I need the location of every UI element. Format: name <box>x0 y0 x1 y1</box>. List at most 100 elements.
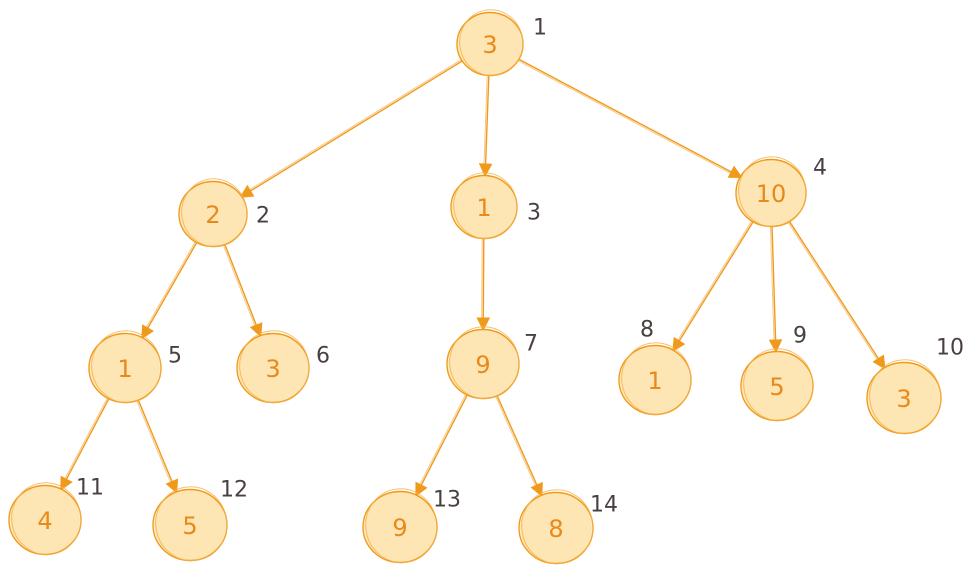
arrowhead-icon <box>478 163 493 178</box>
edge-3-7 <box>476 237 491 332</box>
node-circle <box>620 345 690 415</box>
node-value: 3 <box>265 355 280 383</box>
edge-line <box>137 399 175 488</box>
node-index-label: 3 <box>527 201 541 226</box>
arrowhead-icon <box>672 336 686 353</box>
node-index-label: 7 <box>524 332 538 357</box>
node-circle <box>452 175 516 239</box>
node-outline-sketch <box>869 359 942 435</box>
node-circle <box>868 362 940 434</box>
node-outline-sketch <box>521 489 594 565</box>
tree-node-7: 97 <box>446 326 538 400</box>
node-value: 9 <box>392 514 407 542</box>
edge-4-10 <box>787 220 886 370</box>
node-outline-sketch <box>365 488 438 564</box>
arrowhead-icon <box>476 317 491 332</box>
edge-1-3 <box>478 74 493 178</box>
node-index-label: 9 <box>793 324 807 349</box>
edge-line <box>771 225 777 347</box>
node-outline-sketch <box>738 156 807 228</box>
arrowhead-icon <box>141 324 154 340</box>
node-outline-sketch <box>11 482 82 556</box>
node-circle <box>238 333 308 403</box>
node-index-label: 14 <box>590 493 618 518</box>
arrowhead-icon <box>768 339 783 354</box>
node-value: 1 <box>647 367 662 395</box>
node-outline-sketch <box>743 348 814 422</box>
edge-line <box>517 57 737 176</box>
node-value: 3 <box>896 385 911 413</box>
node-outline-sketch <box>453 172 518 240</box>
node-value: 5 <box>182 512 197 540</box>
node-circle <box>448 329 518 399</box>
tree-node-8: 18 <box>618 318 692 416</box>
node-value: 2 <box>205 201 220 229</box>
edge-line <box>223 243 260 331</box>
node-index-label: 4 <box>813 156 827 181</box>
node-outline-sketch <box>91 330 162 404</box>
node-outline-sketch <box>239 330 310 404</box>
node-circle <box>90 333 160 403</box>
edge-line <box>63 397 110 485</box>
edge-line-sketch <box>136 399 173 487</box>
tree-node-9: 59 <box>740 324 814 422</box>
arrowhead-icon <box>249 322 263 338</box>
node-value: 5 <box>769 373 784 401</box>
edge-line-sketch <box>62 397 109 483</box>
node-circle <box>458 12 522 76</box>
edge-line-sketch <box>516 59 735 176</box>
edge-line-sketch <box>787 221 880 364</box>
node-circle <box>180 181 246 247</box>
arrowhead-icon <box>415 481 428 497</box>
edge-line-sketch <box>481 237 483 322</box>
node-index-label: 13 <box>433 488 461 513</box>
edge-line-sketch <box>245 58 464 193</box>
node-circle <box>520 492 592 564</box>
node-outline-sketch <box>181 178 248 248</box>
node-circle <box>10 485 80 555</box>
edge-line <box>484 74 490 171</box>
arrowhead-icon <box>239 184 255 198</box>
node-circle <box>737 159 805 227</box>
edge-7-13 <box>415 393 469 497</box>
edge-line-sketch <box>144 240 197 331</box>
tree-node-4: 10 4 <box>735 156 827 228</box>
edge-line <box>788 220 883 364</box>
edge-line <box>675 220 755 347</box>
node-value: 1 <box>117 355 132 383</box>
node-circle <box>742 351 812 421</box>
node-outline-sketch <box>459 9 524 77</box>
edge-4-8 <box>672 219 755 353</box>
edge-line <box>144 241 198 334</box>
node-index-label: 10 <box>936 336 964 361</box>
edge-2-6 <box>222 243 263 338</box>
node-index-label: 2 <box>256 204 270 229</box>
tree-node-1: 31 <box>456 9 547 77</box>
node-outline-sketch <box>155 486 228 562</box>
edge-5-12 <box>136 399 179 494</box>
node-value: 10 <box>756 180 787 208</box>
node-index-label: 11 <box>76 476 104 501</box>
edge-line <box>245 59 464 195</box>
edges <box>60 57 886 498</box>
tree-node-12: 5 12 <box>152 478 248 562</box>
node-index-label: 5 <box>168 344 182 369</box>
edge-2-5 <box>141 240 198 340</box>
tree-node-13: 9 13 <box>362 488 461 564</box>
edge-line-sketch <box>417 393 467 489</box>
node-value: 3 <box>482 31 497 59</box>
node-index-label: 8 <box>640 318 654 343</box>
node-index-label: 12 <box>220 478 248 503</box>
edge-line-sketch <box>494 395 538 490</box>
edge-line-sketch <box>222 244 257 330</box>
node-circle <box>154 489 226 561</box>
edge-line <box>417 393 469 491</box>
node-value: 8 <box>548 515 563 543</box>
edge-line <box>482 237 485 325</box>
node-circle <box>364 491 436 563</box>
edge-line <box>496 394 540 491</box>
